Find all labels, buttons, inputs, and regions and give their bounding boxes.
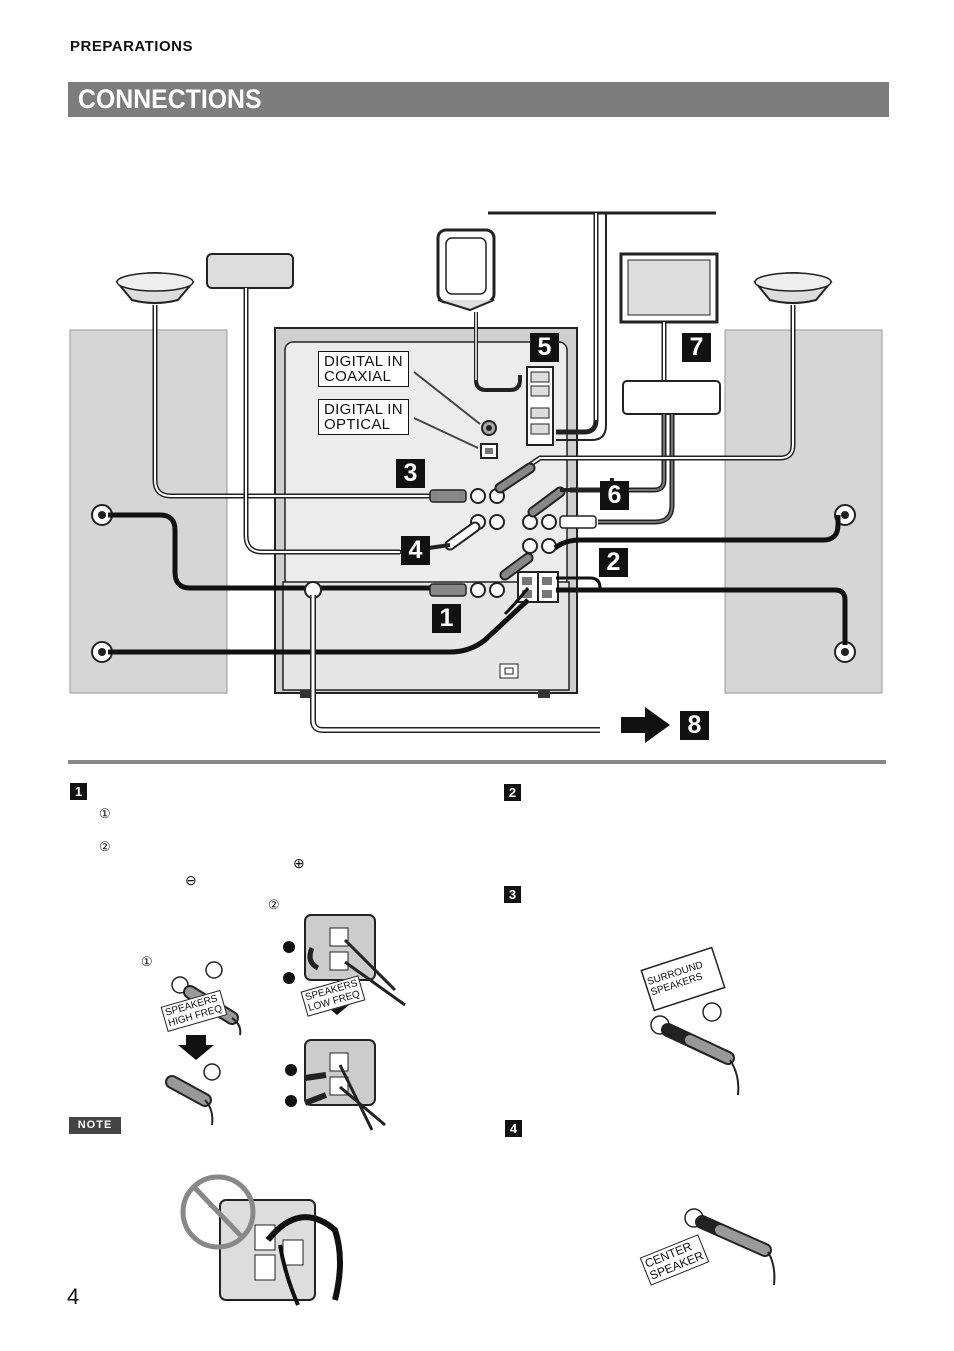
callout-5: 5	[530, 333, 559, 362]
step3-badge: 3	[504, 886, 521, 903]
minus-symbol: ⊖	[185, 872, 197, 888]
step1-badge: 1	[70, 783, 87, 800]
step1-fig-sub2: ②	[268, 897, 280, 912]
step1-sub1: ①	[99, 806, 111, 821]
callout-2: 2	[599, 548, 628, 577]
step1-sub2: ②	[99, 839, 111, 854]
plus-symbol: ⊕	[293, 855, 305, 871]
rca-plugs	[429, 462, 597, 597]
page-title: CONNECTIONS	[78, 84, 262, 114]
title-bar: CONNECTIONS	[68, 82, 889, 117]
step1-fig-sub1: ①	[141, 954, 153, 969]
note-figure	[180, 1174, 343, 1306]
step4-figure	[684, 1208, 776, 1286]
callout-1: 1	[432, 604, 461, 633]
callout-7: 7	[682, 333, 711, 362]
digital-in-optical-label: DIGITAL IN OPTICAL	[318, 399, 409, 435]
section-divider	[68, 760, 886, 764]
note-badge: NOTE	[69, 1117, 121, 1134]
step3-figure	[640, 946, 740, 1096]
page-number: 4	[67, 1284, 80, 1309]
step4-badge: 4	[505, 1120, 522, 1137]
right-speaker-box	[724, 329, 883, 694]
step1-figure-low-freq	[283, 914, 406, 1131]
digital-in-coaxial-label: DIGITAL IN COAXIAL	[318, 351, 409, 387]
callout-4: 4	[401, 536, 430, 565]
callout-8: 8	[680, 711, 709, 740]
step1-figure-high-freq	[165, 961, 242, 1126]
callout-6: 6	[600, 481, 629, 510]
left-speaker-box	[69, 329, 228, 694]
step2-badge: 2	[504, 784, 521, 801]
callout-3: 3	[396, 459, 425, 488]
section-label: PREPARATIONS	[70, 38, 193, 55]
